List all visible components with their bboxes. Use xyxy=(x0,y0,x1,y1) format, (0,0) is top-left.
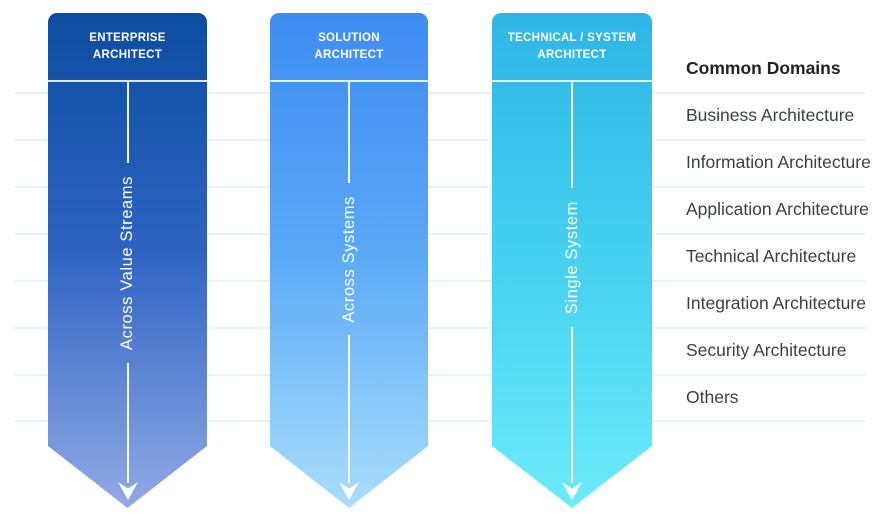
scope-label: Single System xyxy=(562,200,581,315)
scope-line xyxy=(571,327,573,483)
domain-item: Integration Architecture xyxy=(686,293,866,313)
gridline xyxy=(14,280,866,282)
banner-technical-system-architect: TECHNICAL / SYSTEM ARCHITECT Single Syst… xyxy=(492,13,652,508)
banner-body: Single System xyxy=(492,82,652,500)
scope-label: Across Systems xyxy=(339,195,358,323)
gridline xyxy=(14,92,866,94)
gridline xyxy=(14,186,866,188)
domain-item: Technical Architecture xyxy=(686,246,857,266)
domain-item: Others xyxy=(686,387,739,407)
down-arrow-icon xyxy=(562,482,582,500)
gridline xyxy=(14,420,866,422)
gridline xyxy=(14,327,866,329)
banner-solution-architect: SOLUTION ARCHITECT Across Systems xyxy=(270,13,428,508)
domain-item: Application Architecture xyxy=(686,199,869,219)
banner-body: Across Systems xyxy=(270,82,428,500)
scope-line xyxy=(126,82,129,164)
banner-title: TECHNICAL / SYSTEM ARCHITECT xyxy=(492,13,652,82)
down-arrow-icon xyxy=(117,482,138,500)
scope-label: Across Value Streams xyxy=(118,176,136,351)
domain-item: Business Architecture xyxy=(686,105,855,125)
domain-item: Security Architecture xyxy=(686,340,847,360)
domains-header: Common Domains xyxy=(686,58,841,78)
common-domains-list: Common Domains Business Architecture Inf… xyxy=(686,45,882,421)
scope-line xyxy=(348,335,350,483)
banner-body: Across Value Streams xyxy=(48,82,207,500)
banner-enterprise-architect: ENTERPRISE ARCHITECT Across Value Stream… xyxy=(48,13,207,508)
scope-line xyxy=(571,82,573,188)
scope-line xyxy=(126,363,129,483)
down-arrow-icon xyxy=(339,482,359,500)
gridline xyxy=(14,139,866,141)
gridline xyxy=(14,374,866,376)
domain-item: Information Architecture xyxy=(686,152,871,172)
gridline xyxy=(14,233,866,235)
banner-title: ENTERPRISE ARCHITECT xyxy=(48,13,207,82)
scope-line xyxy=(348,82,350,183)
banner-title: SOLUTION ARCHITECT xyxy=(270,13,428,82)
